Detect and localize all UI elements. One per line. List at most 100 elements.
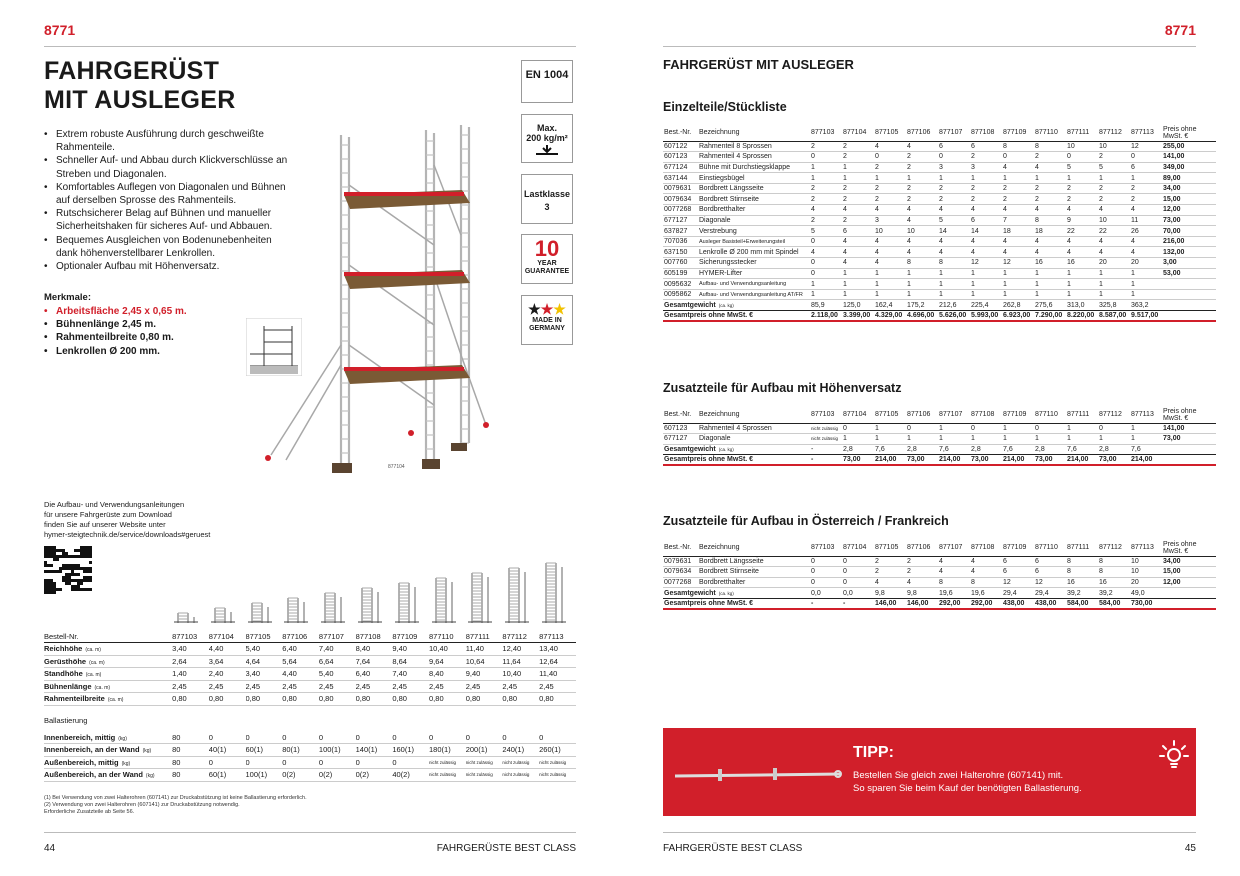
table-cell: 0077268 bbox=[663, 204, 698, 216]
table-cell: 8 bbox=[938, 577, 970, 589]
qr-code-icon[interactable] bbox=[44, 546, 92, 594]
total-cell: 39,2 bbox=[1066, 587, 1098, 599]
table-cell: 1 bbox=[1130, 433, 1162, 445]
table-cell: 16 bbox=[1034, 257, 1066, 269]
download-link[interactable]: hymer-steigtechnik.de/service/downloads#… bbox=[44, 530, 211, 539]
table-cell: 2,45 bbox=[355, 680, 393, 693]
table-cell: 3 bbox=[970, 162, 1002, 174]
model-thumbnail bbox=[248, 602, 272, 623]
en-badge-text: EN 1004 bbox=[525, 69, 569, 81]
table-cell: 4 bbox=[1066, 246, 1098, 259]
table-cell: 6 bbox=[970, 215, 1002, 227]
table-cell: 1 bbox=[1098, 289, 1130, 301]
table-cell: 6 bbox=[842, 225, 874, 237]
table-cell: 11,64 bbox=[502, 655, 540, 668]
table-cell: 12 bbox=[970, 257, 1002, 269]
total-cell: 162,4 bbox=[874, 299, 906, 311]
table-cell: 100(1) bbox=[245, 768, 283, 782]
en-1004-badge: EN 1004 bbox=[521, 60, 573, 103]
column-header: 877112 bbox=[1098, 407, 1130, 424]
table-cell: 2 bbox=[906, 193, 938, 206]
total-cell: 175,2 bbox=[906, 299, 938, 311]
table-cell: 216,00 bbox=[1162, 236, 1216, 248]
title-line-2: MIT AUSLEGER bbox=[44, 86, 236, 114]
table-cell: 0 bbox=[842, 577, 874, 589]
column-header: 877104 bbox=[842, 125, 874, 142]
total-label: Gesamtgewicht(ca. kg) bbox=[663, 587, 810, 599]
table-cell: 12,64 bbox=[539, 655, 576, 668]
left-footer: FAHRGERÜSTE BEST CLASS bbox=[436, 843, 576, 854]
table-cell: 0,80 bbox=[245, 692, 283, 706]
row-label: Gerüsthöhe(ca. m) bbox=[44, 655, 173, 668]
total-cell: 9,8 bbox=[874, 587, 906, 599]
table-cell: 0 bbox=[208, 756, 246, 769]
column-header: 877112 bbox=[1098, 125, 1130, 142]
table-cell: 8 bbox=[970, 577, 1002, 589]
table-cell: 4 bbox=[874, 236, 906, 248]
total-cell: 0,0 bbox=[842, 587, 874, 599]
total-cell: 73,00 bbox=[906, 454, 938, 467]
table-cell: 53,00 bbox=[1162, 268, 1216, 280]
lastklasse-value: 3 bbox=[544, 202, 550, 212]
total-cell: 292,00 bbox=[938, 598, 970, 610]
table-cell: 2,45 bbox=[465, 680, 503, 693]
table-cell: 0079634 bbox=[663, 566, 698, 578]
table-cell: 1 bbox=[1130, 423, 1162, 435]
merkmale-title: Merkmale: bbox=[44, 292, 91, 303]
total-cell: - bbox=[810, 444, 842, 456]
total-cell: 584,00 bbox=[1066, 598, 1098, 610]
table-cell: 89,00 bbox=[1162, 172, 1216, 184]
table-cell: 4 bbox=[1130, 204, 1162, 216]
table-cell: 2 bbox=[1034, 183, 1066, 195]
table-cell: 15,00 bbox=[1162, 566, 1216, 578]
table-cell: 10 bbox=[906, 225, 938, 237]
total-cell: 214,00 bbox=[874, 454, 906, 467]
total-cell: 2.118,00 bbox=[810, 310, 842, 323]
table-cell: 8 bbox=[1034, 215, 1066, 227]
guarantee-badge: 10 YEAR GUARANTEE bbox=[521, 234, 573, 284]
column-header: 877111 bbox=[1066, 407, 1098, 424]
table-cell: 4 bbox=[970, 246, 1002, 259]
table-cell: nicht zulässig bbox=[502, 756, 540, 769]
table-cell: 2 bbox=[842, 151, 874, 163]
table-cell: nicht zulässig bbox=[465, 768, 503, 782]
table-cell: Sicherungsstecker bbox=[698, 257, 810, 269]
table-cell: 0079631 bbox=[663, 556, 698, 568]
column-header: 877112 bbox=[1098, 540, 1130, 557]
table-cell: 1 bbox=[1098, 268, 1130, 280]
table-cell: 12 bbox=[1130, 141, 1162, 153]
column-header: 877104 bbox=[842, 407, 874, 424]
table-cell: 1 bbox=[1034, 172, 1066, 184]
total-cell: 7,6 bbox=[874, 444, 906, 456]
table-cell: 4 bbox=[906, 141, 938, 153]
table-cell: 8 bbox=[1034, 141, 1066, 153]
table-cell: 4 bbox=[938, 246, 970, 259]
total-cell: 29,4 bbox=[1034, 587, 1066, 599]
total-cell: 214,00 bbox=[1002, 454, 1034, 467]
table-cell: 20 bbox=[1098, 257, 1130, 269]
table-cell: 2,45 bbox=[539, 680, 576, 693]
table-cell: 1,40 bbox=[172, 667, 209, 681]
feature-item: Rutschsicherer Belag auf Bühnen und manu… bbox=[44, 207, 294, 233]
download-line-2: für unsere Fahrgerüste zum Download bbox=[44, 510, 172, 519]
table-cell: 707036 bbox=[663, 236, 698, 248]
column-header: 877113 bbox=[1130, 125, 1162, 142]
total-cell: 584,00 bbox=[1098, 598, 1130, 610]
footnote-1: (1) Bei Verwendung von zwei Halterohren … bbox=[44, 795, 307, 801]
table-cell: 4 bbox=[874, 246, 906, 259]
total-label-text: Gesamtpreis ohne MwSt. € bbox=[664, 599, 754, 607]
table-cell: 4 bbox=[938, 236, 970, 248]
table-cell: 0 bbox=[429, 731, 466, 744]
total-cell: 73,00 bbox=[970, 454, 1002, 467]
table-cell: 10 bbox=[874, 225, 906, 237]
